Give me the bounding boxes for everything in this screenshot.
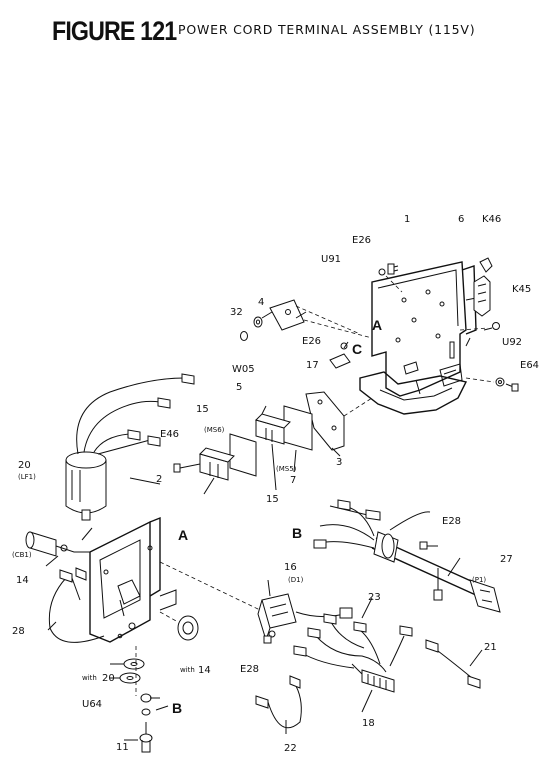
callout-20: 20 [18,460,31,471]
wire-harness-28 [48,567,105,643]
callout-15-top: 15 [196,404,209,415]
callout-labels: 1 6 K46 E26 U91 K45 32 4 A E26 C U92 17 … [12,214,539,754]
callout-22: 22 [284,743,297,754]
callout-6: 6 [458,214,464,225]
callout-32: 32 [230,307,243,318]
callout-27: 27 [500,554,513,565]
hardware-u64-11 [139,693,153,753]
grommet-14 [159,611,199,641]
callout-u64: U64 [82,699,102,710]
callout-17: 17 [306,360,319,371]
callout-w05: W05 [232,364,255,375]
callout-u92: U92 [502,337,522,348]
callout-e46: E46 [160,429,179,440]
callout-21: 21 [484,642,497,653]
mounting-bracket [359,257,493,415]
power-cord-27 [313,499,501,613]
wire-21 [425,639,481,689]
callout-letter-a-top: A [372,317,382,333]
callout-d1: (D1) [288,576,304,584]
callout-28: 28 [12,626,25,637]
switch-insulator-7 [283,405,313,451]
callout-23: 23 [368,592,381,603]
screw-e28-left [263,635,272,644]
figure-title: POWER CORD TERMINAL ASSEMBLY (115V) [178,22,476,37]
callout-ms6: (MS6) [204,426,225,434]
clip-17 [329,342,351,369]
callout-4: 4 [258,297,264,308]
switch-ms6 [173,447,235,481]
callout-7: 7 [290,475,296,486]
wire-harness-23 [293,613,413,693]
callout-5: 5 [236,382,242,393]
washers-20 [119,646,145,696]
callout-3: 3 [336,457,342,468]
callout-letter-b-right: B [292,525,302,541]
leader-lines [45,311,483,741]
wire-22 [255,675,302,729]
screw-group-top [378,263,519,392]
callout-2: 2 [156,474,162,485]
callout-18: 18 [362,718,375,729]
callout-p1: (P1) [472,576,486,584]
circuit-breaker-cb1 [25,531,90,557]
figure-number: FIGURE 121 [52,16,177,46]
small-bracket-4 [240,299,373,341]
callout-ms5: (MS5) [276,465,297,473]
callout-with14-b: 14 [198,665,211,676]
switch-bracket-3 [305,391,373,451]
callout-e28-right: E28 [442,516,461,527]
callout-e26-mid: E26 [302,336,321,347]
callout-e64: E64 [520,360,539,371]
callout-cb1: (CB1) [12,551,32,559]
callout-lf1: (LF1) [18,473,36,481]
callout-letter-b-left: B [172,700,182,716]
callout-k45: K45 [512,284,531,295]
callout-14: 14 [16,575,29,586]
callout-u91: U91 [321,254,341,265]
callout-1: 1 [404,214,410,225]
callout-with20-b: 20 [102,673,115,684]
callout-with20-a: with [82,674,97,682]
switch-insulator-ms6 [229,433,257,477]
callout-16: 16 [284,562,297,573]
callout-11: 11 [116,742,129,753]
callout-15-bot: 15 [266,494,279,505]
terminal-block-d1 [257,593,353,642]
callout-e28-left: E28 [240,664,259,675]
callout-e26-top: E26 [352,235,371,246]
line-filter-lf1 [65,373,195,521]
callout-letter-a-left: A [178,527,188,543]
callout-k46: K46 [482,214,501,225]
callout-letter-c: C [352,341,362,357]
switch-ms5 [255,405,291,445]
main-bracket-2 [89,516,261,643]
callout-with14-a: with [180,666,195,674]
